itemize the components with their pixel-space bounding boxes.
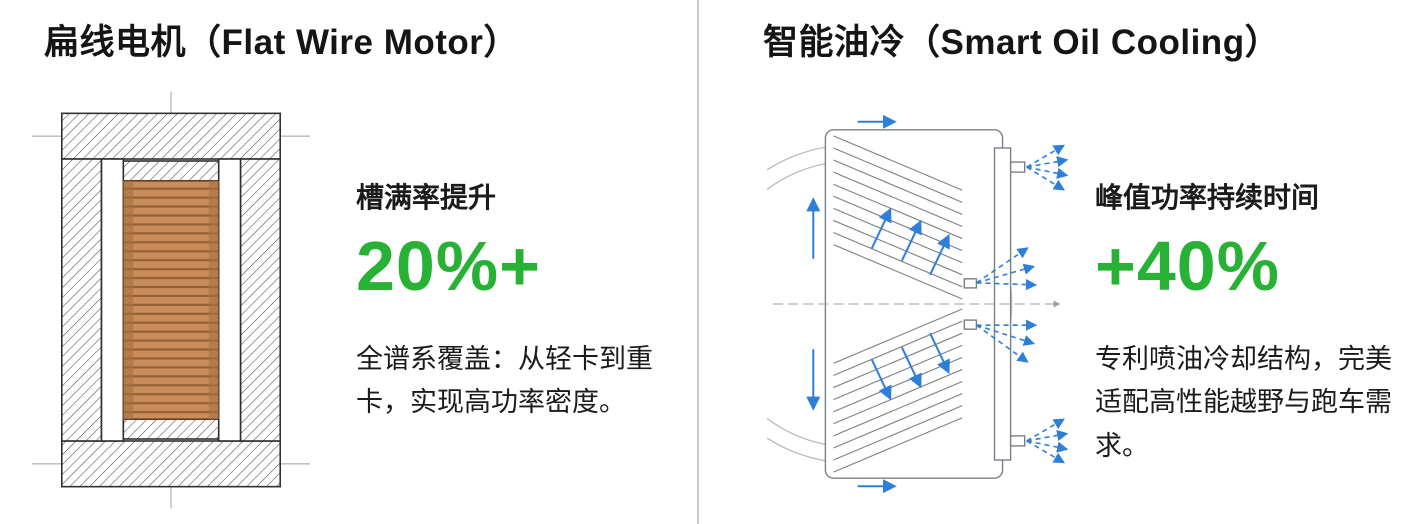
right-stat-value: +40% [1095,227,1280,305]
oil-flow-arrows [806,114,950,494]
hatched-housing [60,112,282,488]
left-stat-description: 全谱系覆盖：从轻卡到重卡，实现高功率密度。 [356,343,653,418]
right-panel-title: 智能油冷（Smart Oil Cooling） [763,23,1281,62]
left-stat-value: 20%+ [356,227,541,305]
left-panel-title: 扁线电机（Flat Wire Motor） [44,23,519,62]
left-stat-label: 槽满率提升 [356,182,497,213]
oil-cooling-spray-diagram [767,114,1069,494]
right-stat-block: 峰值功率持续时间 +40% 专利喷油冷却结构，完美适配高性能越野与跑车需求。 [1095,176,1405,469]
vertical-divider [697,0,699,524]
right-stat-label: 峰值功率持续时间 [1095,182,1320,213]
left-stat-block: 槽满率提升 20%+ 全谱系覆盖：从轻卡到重卡，实现高功率密度。 [356,176,674,425]
smart-oil-cooling-panel: 智能油冷（Smart Oil Cooling） [699,0,1426,524]
oil-spray-fans [975,144,1069,464]
copper-winding-stack [122,180,220,420]
flat-wire-motor-panel: 扁线电机（Flat Wire Motor） [0,0,697,524]
motor-cross-section-diagram [32,91,310,509]
right-stat-description: 专利喷油冷却结构，完美适配高性能越野与跑车需求。 [1095,343,1392,461]
